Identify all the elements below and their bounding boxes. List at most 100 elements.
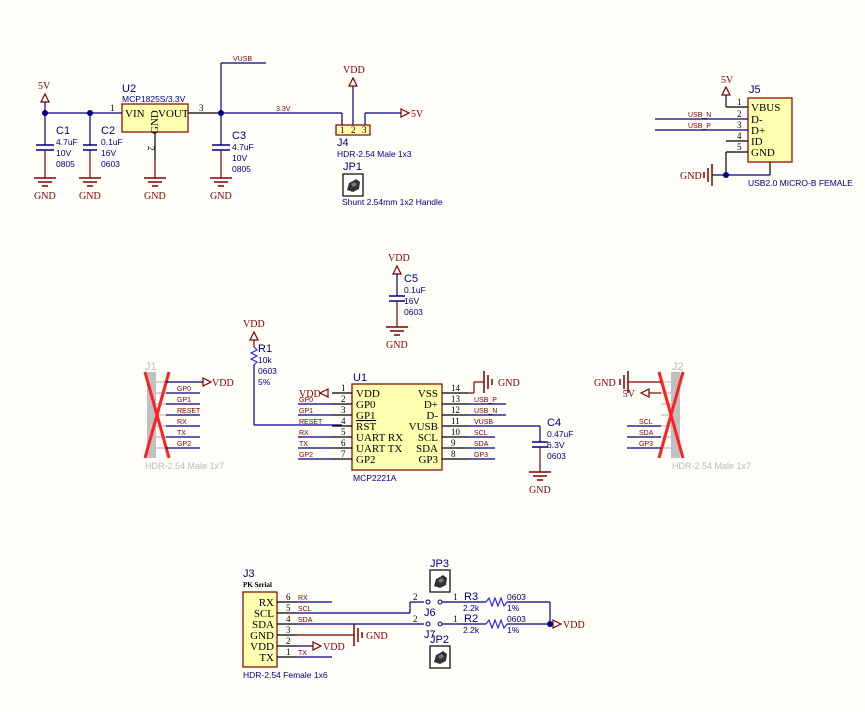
svg-text:RX: RX xyxy=(259,597,274,609)
svg-text:VDD: VDD xyxy=(299,389,321,400)
j2-net-stubs: SCL SDA GP3 xyxy=(627,419,661,449)
svg-text:USB_N: USB_N xyxy=(474,408,497,415)
jumper-jp2[interactable]: JP2 xyxy=(429,634,451,669)
svg-text:2: 2 xyxy=(146,146,156,151)
svg-text:3: 3 xyxy=(362,125,367,135)
svg-text:5V: 5V xyxy=(411,109,424,120)
svg-text:3: 3 xyxy=(286,625,291,635)
solder-jumper-j6[interactable]: 2 1 J6 xyxy=(413,592,458,619)
svg-text:VDD: VDD xyxy=(563,620,585,631)
svg-text:TX: TX xyxy=(259,652,274,664)
header-j1-dnp[interactable]: J1 HDR-2.54 Male 1x7 xyxy=(143,361,224,471)
resistor-r2[interactable]: R2 2.2k 0603 1% xyxy=(463,613,526,635)
svg-text:SDA: SDA xyxy=(298,617,313,624)
svg-text:ID: ID xyxy=(751,136,763,148)
capacitor-c5[interactable]: VDD GND C5 0.1uF 16V 0603 xyxy=(385,253,426,351)
svg-text:3: 3 xyxy=(737,120,742,130)
svg-text:0805: 0805 xyxy=(232,164,251,174)
svg-text:GND: GND xyxy=(144,191,166,202)
svg-text:GP2: GP2 xyxy=(356,454,376,466)
svg-text:GP2: GP2 xyxy=(299,452,313,459)
svg-text:GP0: GP0 xyxy=(299,397,313,404)
svg-text:J5: J5 xyxy=(749,84,761,96)
capacitor-c4[interactable]: GND C4 0.47uF 6.3V 0603 xyxy=(528,417,573,496)
svg-text:16V: 16V xyxy=(101,148,116,158)
svg-text:4: 4 xyxy=(737,131,742,141)
u1-right-nets: USB_P USB_N VUSB SCL SDA GP3 xyxy=(468,397,540,460)
svg-text:JP1: JP1 xyxy=(343,161,362,173)
svg-text:6: 6 xyxy=(286,592,291,602)
svg-text:3: 3 xyxy=(199,103,204,113)
svg-text:5V: 5V xyxy=(38,81,51,92)
capacitor-c2[interactable]: GND C2 0.1uF 16V 0603 xyxy=(78,113,123,202)
resistor-r3[interactable]: R3 2.2k 0603 1% xyxy=(463,591,526,613)
svg-text:7: 7 xyxy=(341,449,346,459)
svg-text:GP3: GP3 xyxy=(639,441,653,448)
header-j2-dnp[interactable]: J2 HDR-2.54 Male 1x7 xyxy=(657,361,751,471)
svg-text:VDD: VDD xyxy=(212,378,234,389)
svg-text:GND: GND xyxy=(366,631,388,642)
svg-text:USB_P: USB_P xyxy=(474,397,497,404)
svg-text:J6: J6 xyxy=(424,607,436,619)
svg-text:5%: 5% xyxy=(258,377,271,387)
svg-text:6.3V: 6.3V xyxy=(547,440,565,450)
svg-text:VUSB: VUSB xyxy=(474,419,493,426)
svg-text:2.2k: 2.2k xyxy=(463,603,480,613)
svg-text:SCL: SCL xyxy=(254,608,274,620)
svg-text:RX: RX xyxy=(298,595,308,602)
svg-text:5: 5 xyxy=(341,427,346,437)
capacitor-c1[interactable]: GND C1 4.7uF 10V 0805 xyxy=(33,113,78,202)
svg-text:10V: 10V xyxy=(56,148,71,158)
capacitor-c3[interactable]: GND C3 4.7uF 10V 0805 xyxy=(209,130,254,202)
svg-text:2: 2 xyxy=(413,592,418,602)
header-j3-pk-serial[interactable]: J3 PK Serial RX SCL SDA GND VDD TX 6 5 4… xyxy=(242,568,328,680)
usb-connector-j5[interactable]: 5V J5 1 VBUS 2 D- 3 D+ 4 ID 5 GND GND US… xyxy=(680,75,853,188)
svg-text:VUSB: VUSB xyxy=(409,421,438,433)
svg-text:RESET: RESET xyxy=(177,408,201,415)
svg-text:PK Serial: PK Serial xyxy=(243,581,272,589)
svg-text:10V: 10V xyxy=(232,153,247,163)
svg-text:GND: GND xyxy=(79,191,101,202)
svg-text:11: 11 xyxy=(451,416,460,426)
svg-text:10: 10 xyxy=(451,427,461,437)
svg-text:VDD: VDD xyxy=(323,642,345,653)
svg-text:16V: 16V xyxy=(404,296,419,306)
regulator-u2[interactable]: U2 MCP1825S/3.3V VIN VOUT GND 1 2 3 GND xyxy=(110,83,204,202)
svg-text:1: 1 xyxy=(453,614,458,624)
jumper-jp3[interactable]: JP3 xyxy=(429,558,451,593)
net-label-vusb: VUSB xyxy=(233,56,252,63)
svg-text:1: 1 xyxy=(453,592,458,602)
svg-text:GP0: GP0 xyxy=(177,386,191,393)
svg-text:U2: U2 xyxy=(122,83,136,95)
svg-text:0805: 0805 xyxy=(56,159,75,169)
svg-text:VDD: VDD xyxy=(388,253,410,264)
svg-text:MCP1825S/3.3V: MCP1825S/3.3V xyxy=(122,94,186,104)
header-j4[interactable]: VDD 5V 1 2 3 J4 HDR-2.54 Male 1x3 xyxy=(335,65,424,159)
svg-text:1: 1 xyxy=(286,647,291,657)
net-label-3v3: 3.3V xyxy=(276,106,291,113)
jumper-jp1[interactable]: JP1 Shunt 2.54mm 1x2 Handle xyxy=(342,161,443,207)
ic-u1[interactable]: U1 MCP2221A VDD GP0 GP1 RST UART RX UART… xyxy=(332,372,468,483)
svg-text:1%: 1% xyxy=(507,603,520,613)
resistor-r1[interactable]: VDD R1 10k 0603 5% xyxy=(243,319,342,426)
svg-text:5V: 5V xyxy=(623,389,636,400)
svg-text:RESET: RESET xyxy=(299,419,323,426)
svg-text:VIN: VIN xyxy=(125,108,145,120)
svg-text:JP2: JP2 xyxy=(430,634,449,646)
svg-text:C4: C4 xyxy=(547,417,561,429)
svg-text:D-: D- xyxy=(751,114,763,126)
svg-text:UART TX: UART TX xyxy=(356,443,402,455)
svg-text:9: 9 xyxy=(451,438,456,448)
svg-text:SDA: SDA xyxy=(639,430,654,437)
svg-text:MCP2221A: MCP2221A xyxy=(353,473,397,483)
svg-text:2: 2 xyxy=(286,636,291,646)
svg-text:C2: C2 xyxy=(101,125,115,137)
svg-text:2: 2 xyxy=(737,109,742,119)
svg-text:UART RX: UART RX xyxy=(356,432,403,444)
svg-text:0603: 0603 xyxy=(547,451,566,461)
svg-text:0.47uF: 0.47uF xyxy=(547,429,573,439)
svg-text:8: 8 xyxy=(451,449,456,459)
svg-text:10k: 10k xyxy=(258,355,272,365)
svg-text:GP1: GP1 xyxy=(356,410,376,422)
